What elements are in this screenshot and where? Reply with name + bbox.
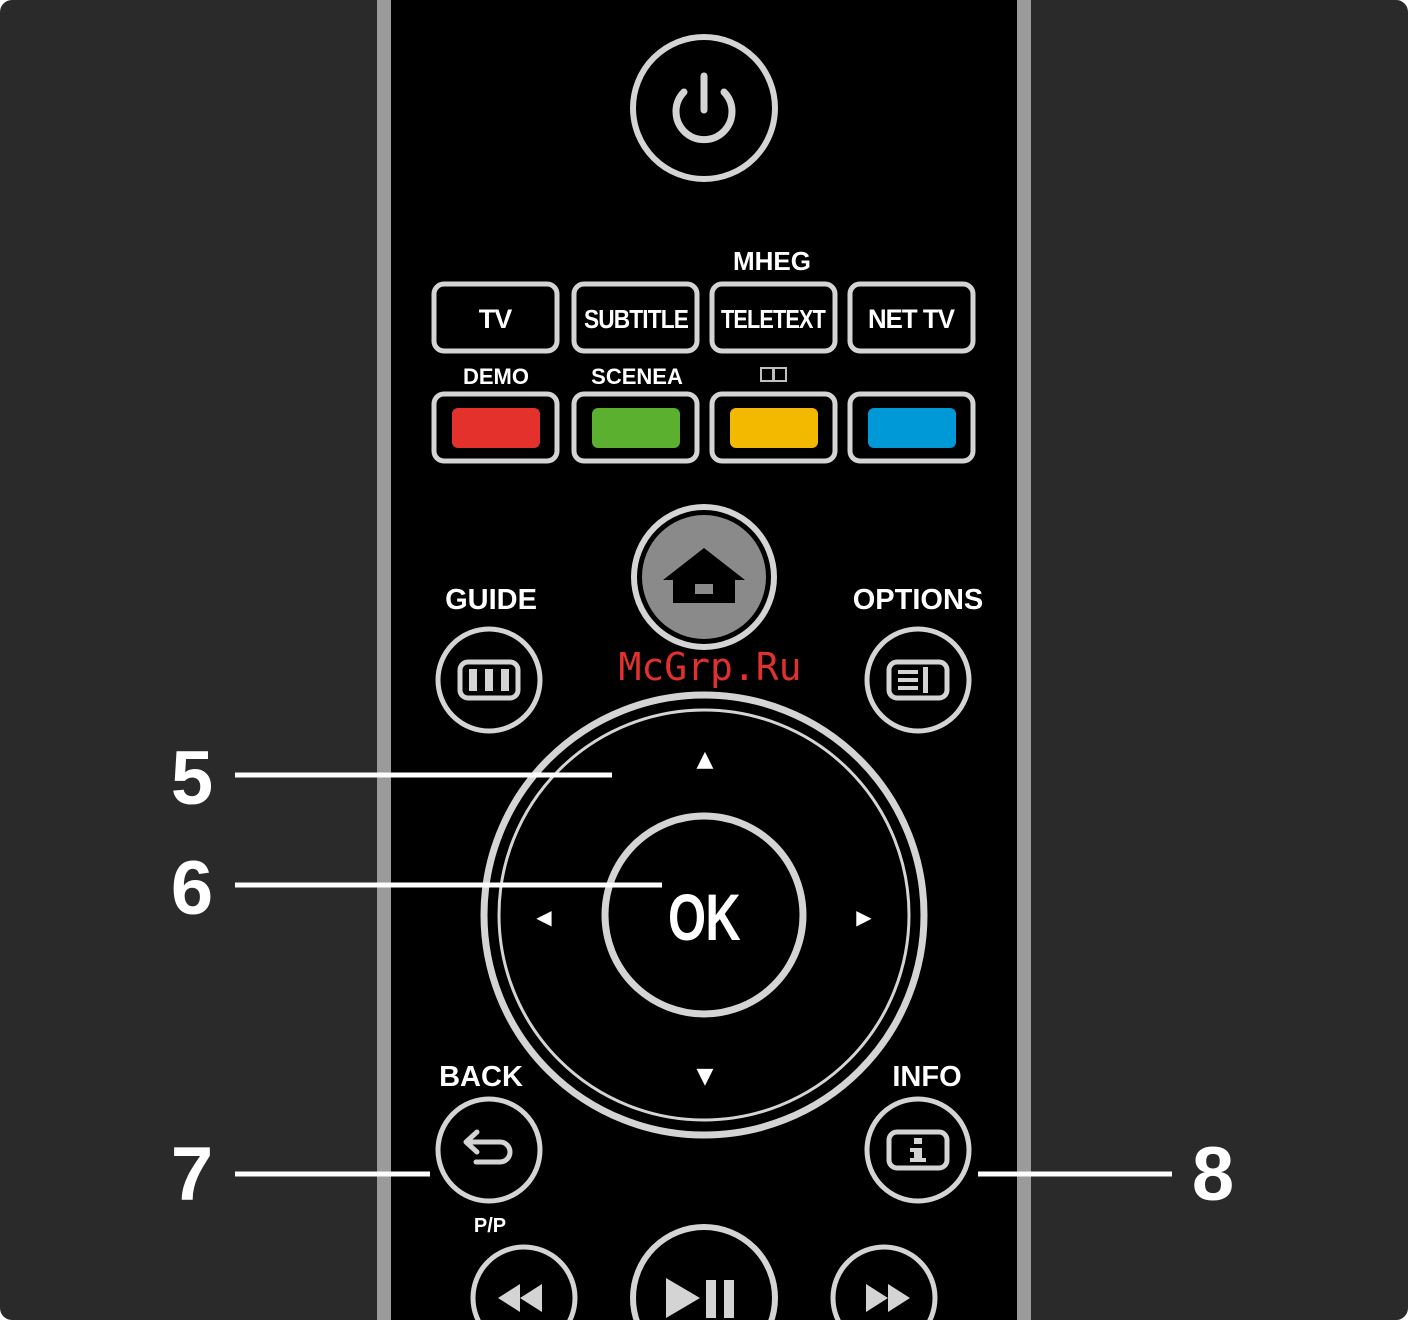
fast-forward-button[interactable] xyxy=(833,1247,935,1331)
nav-up-arrow[interactable]: ▲ xyxy=(697,747,714,772)
subtitle-button[interactable]: SUBTITLE xyxy=(574,284,697,351)
options-button[interactable] xyxy=(867,629,969,731)
mheg-label: MHEG xyxy=(733,246,811,276)
ok-button[interactable]: OK xyxy=(605,816,803,1014)
info-button[interactable] xyxy=(867,1099,969,1201)
nav-down-arrow[interactable]: ▼ xyxy=(697,1064,714,1089)
back-button[interactable] xyxy=(438,1099,540,1201)
yellow-button[interactable] xyxy=(712,394,835,461)
subtitle-button-label: SUBTITLE xyxy=(584,304,689,334)
callout-number-5: 5 xyxy=(171,736,213,821)
blue-button-fill xyxy=(868,408,956,448)
demo-label: DEMO xyxy=(463,364,529,389)
pp-label: P/P xyxy=(474,1215,506,1237)
ok-button-label: OK xyxy=(668,880,741,954)
rewind-button[interactable] xyxy=(473,1247,575,1331)
back-label: BACK xyxy=(439,1061,523,1093)
red-button-fill xyxy=(452,408,540,448)
green-button-fill xyxy=(592,408,680,448)
tv-button[interactable]: TV xyxy=(434,284,557,351)
teletext-button-label: TELETEXT xyxy=(721,304,826,334)
callout-number-6: 6 xyxy=(171,846,213,931)
teletext-button[interactable]: TELETEXT xyxy=(712,284,835,351)
guide-label: GUIDE xyxy=(445,584,537,616)
watermark: McGrp.Ru xyxy=(618,645,801,689)
callout-number-7: 7 xyxy=(171,1132,213,1217)
bottom-margin xyxy=(0,1320,1408,1331)
nav-right-arrow[interactable]: ▶ xyxy=(856,905,872,929)
scenea-label: SCENEA xyxy=(591,364,683,389)
home-button[interactable] xyxy=(634,507,774,647)
blue-button[interactable] xyxy=(850,394,973,461)
guide-button[interactable] xyxy=(438,629,540,731)
yellow-button-fill xyxy=(730,408,818,448)
net-tv-button[interactable]: NET TV xyxy=(850,284,973,351)
green-button[interactable] xyxy=(574,394,697,461)
info-label: INFO xyxy=(892,1061,961,1093)
options-label: OPTIONS xyxy=(853,584,984,616)
tv-button-label: TV xyxy=(479,304,512,334)
power-button[interactable] xyxy=(633,37,775,179)
net-tv-button-label: NET TV xyxy=(868,304,955,334)
nav-left-arrow[interactable]: ◀ xyxy=(536,905,552,929)
red-button[interactable] xyxy=(434,394,557,461)
callout-number-8: 8 xyxy=(1192,1132,1234,1217)
